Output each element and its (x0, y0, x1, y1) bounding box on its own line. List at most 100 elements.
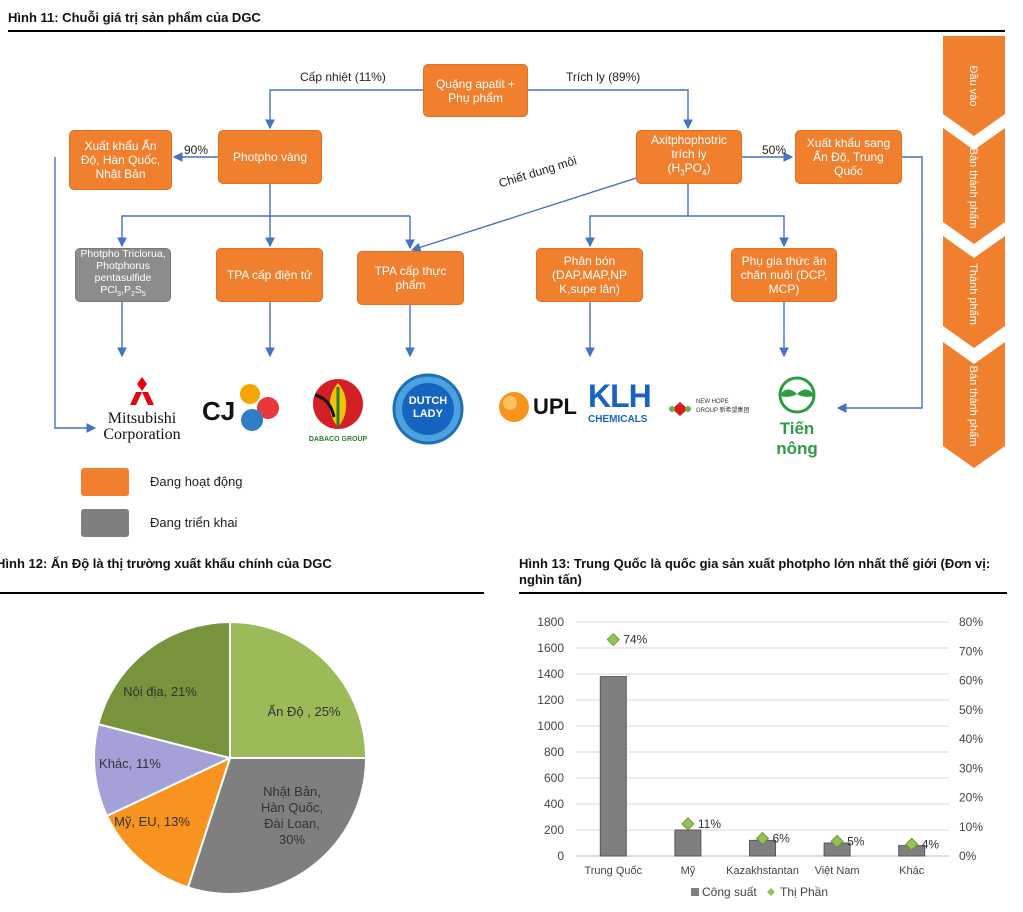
tien-nong-sprout-icon (778, 376, 816, 414)
pie-slice-1 (186, 757, 368, 895)
y2-tick-label: 70% (959, 644, 983, 658)
x-tick-label: Mỹ (681, 865, 696, 877)
pie-slice-2 (105, 756, 232, 889)
stage-chevron-3 (943, 236, 1005, 348)
node-tpa-food: TPA cấp thực phẩm (357, 251, 464, 305)
stage-chevron-4 (943, 342, 1005, 468)
legend-label-deploying: Đang triển khai (150, 515, 238, 530)
upl-circle-icon (499, 392, 529, 422)
share-marker-2 (755, 831, 770, 846)
stage-chevron-2 (943, 128, 1005, 244)
y-tick-label: 1800 (537, 615, 564, 629)
share-label-0: 74% (623, 633, 647, 647)
share-marker-1 (681, 817, 695, 831)
y2-tick-label: 80% (959, 615, 983, 629)
y-tick-label: 200 (544, 823, 564, 837)
fig12-title: Hình 12: Ấn Độ là thị trường xuất khẩu c… (0, 556, 332, 571)
x-tick-label: Kazakhstantan (726, 865, 799, 877)
pie-label-3: Khác, 11% (99, 756, 161, 771)
share-label-1: 11% (698, 817, 721, 831)
node-export-right: Xuất khẩu sang Ấn Độ, Trung Quốc (795, 130, 902, 184)
node-pcl: Photpho Triclorua, Photphorus pentasulfi… (75, 248, 171, 302)
stage-label-1: Đầu vào (967, 66, 979, 107)
logo-klh: KLH CHEMICALS (588, 378, 652, 425)
bar-chart: 0200400600800100012001400160018000%10%20… (537, 615, 983, 899)
node-export-left: Xuất khẩu Ấn Độ, Hàn Quốc, Nhật Bản (69, 130, 172, 190)
legend-marker-label: Thị Phần (780, 885, 828, 899)
share-label-2: 6% (773, 831, 791, 845)
pie-label-4: Nội địa, 21% (123, 684, 197, 699)
logo-cj: CJ (202, 380, 284, 442)
y-tick-label: 600 (544, 771, 564, 785)
stage-chevron-1 (943, 36, 1005, 136)
legend-marker-swatch (767, 888, 775, 896)
y-tick-label: 1000 (537, 719, 564, 733)
fig13-rule (519, 592, 1007, 594)
pie-slice-0 (229, 620, 368, 759)
legend-swatch-deploying (81, 509, 129, 537)
share-marker-3 (830, 834, 844, 848)
pie-label-2: Mỹ, EU, 13% (114, 814, 190, 829)
y-tick-label: 1200 (537, 693, 564, 707)
share-marker-4 (905, 837, 919, 851)
cj-flower-icon (240, 384, 279, 431)
stage-label-2: Bán thành phẩm (967, 148, 979, 229)
fig12-rule (0, 592, 484, 594)
logo-dabaco: DABACO GROUP (306, 377, 370, 445)
share-label-3: 5% (847, 834, 865, 848)
stage-label-3: Thành phẩm (967, 263, 979, 325)
logo-mitsubishi: Mitsubishi Corporation (96, 376, 188, 446)
x-tick-label: Trung Quốc (584, 865, 642, 877)
new-hope-icon (669, 402, 691, 416)
y2-tick-label: 10% (959, 820, 983, 834)
node-source: Quặng apatit + Phụ phẩm (423, 64, 528, 117)
node-yellow-phosphorus: Photpho vàng (218, 130, 322, 184)
y2-tick-label: 40% (959, 732, 983, 746)
mitsubishi-text-1: Mitsubishi (107, 410, 177, 427)
y-tick-label: 1600 (537, 641, 564, 655)
pie-chart: Ấn Độ , 25% Nhật Bản,Hàn Quốc,Đài Loan,30… (93, 620, 368, 895)
logo-new-hope: NEW HOPE GROUP 新希望集团 (668, 398, 754, 422)
y-tick-label: 800 (544, 745, 564, 759)
fig11-title: Hình 11: Chuỗi giá trị sản phẩm của DGC (8, 10, 261, 25)
y-tick-label: 0 (557, 849, 564, 863)
legend-swatch-active (81, 468, 129, 496)
pie-slice-4 (97, 620, 231, 760)
logo-dutch-lady: DUTCH LADY (392, 373, 464, 445)
y2-tick-label: 30% (959, 761, 983, 775)
y2-tick-label: 60% (959, 674, 983, 688)
fig11-connectors (54, 89, 923, 433)
dutch-lady-badge-icon (392, 373, 464, 445)
node-feed-additive: Phụ gia thức ăn chăn nuôi (DCP, MCP) (731, 248, 837, 302)
legend-bar-label: Công suất (702, 885, 757, 899)
mitsubishi-text-2: Corporation (103, 426, 181, 443)
node-tpa-electronic: TPA cấp điện tử (216, 248, 323, 302)
stage-chevrons: Đầu vào Bán thành phẩm Thành phẩm Bán th… (943, 36, 1005, 468)
edge-label-90: 90% (184, 143, 209, 157)
x-tick-label: Khác (899, 865, 925, 877)
y2-tick-label: 50% (959, 703, 983, 717)
fig11-rule (8, 30, 1005, 32)
mitsubishi-diamonds-icon (130, 377, 154, 405)
share-marker-0 (606, 632, 620, 647)
share-label-4: 4% (922, 837, 940, 851)
pie-label-0: Ấn Độ , 25% (268, 704, 341, 719)
logo-tien-nong: Tiến nông (762, 376, 832, 458)
stage-label-4: Bán thành phẩm (967, 366, 979, 447)
y2-tick-label: 20% (959, 791, 983, 805)
edge-label-50: 50% (762, 143, 787, 157)
edge-label-heat: Cấp nhiệt (11%) (300, 70, 386, 84)
logo-upl: UPL (497, 388, 577, 428)
bar-0 (599, 676, 627, 857)
y-tick-label: 1400 (537, 667, 564, 681)
legend-bar-swatch (691, 888, 699, 896)
y-tick-label: 400 (544, 797, 564, 811)
edge-label-extract: Trích ly (89%) (566, 70, 641, 84)
pie-slice-3 (93, 722, 233, 818)
bar-1 (674, 829, 702, 857)
pie-label-1: Nhật Bản,Hàn Quốc,Đài Loan,30% (261, 784, 323, 847)
dabaco-wheat-icon (313, 379, 363, 429)
fig13-title: Hình 13: Trung Quốc là quốc gia sản xuất… (519, 556, 991, 587)
node-fertilizer: Phân bón (DAP,MAP,NP K,supe lân) (536, 248, 643, 302)
